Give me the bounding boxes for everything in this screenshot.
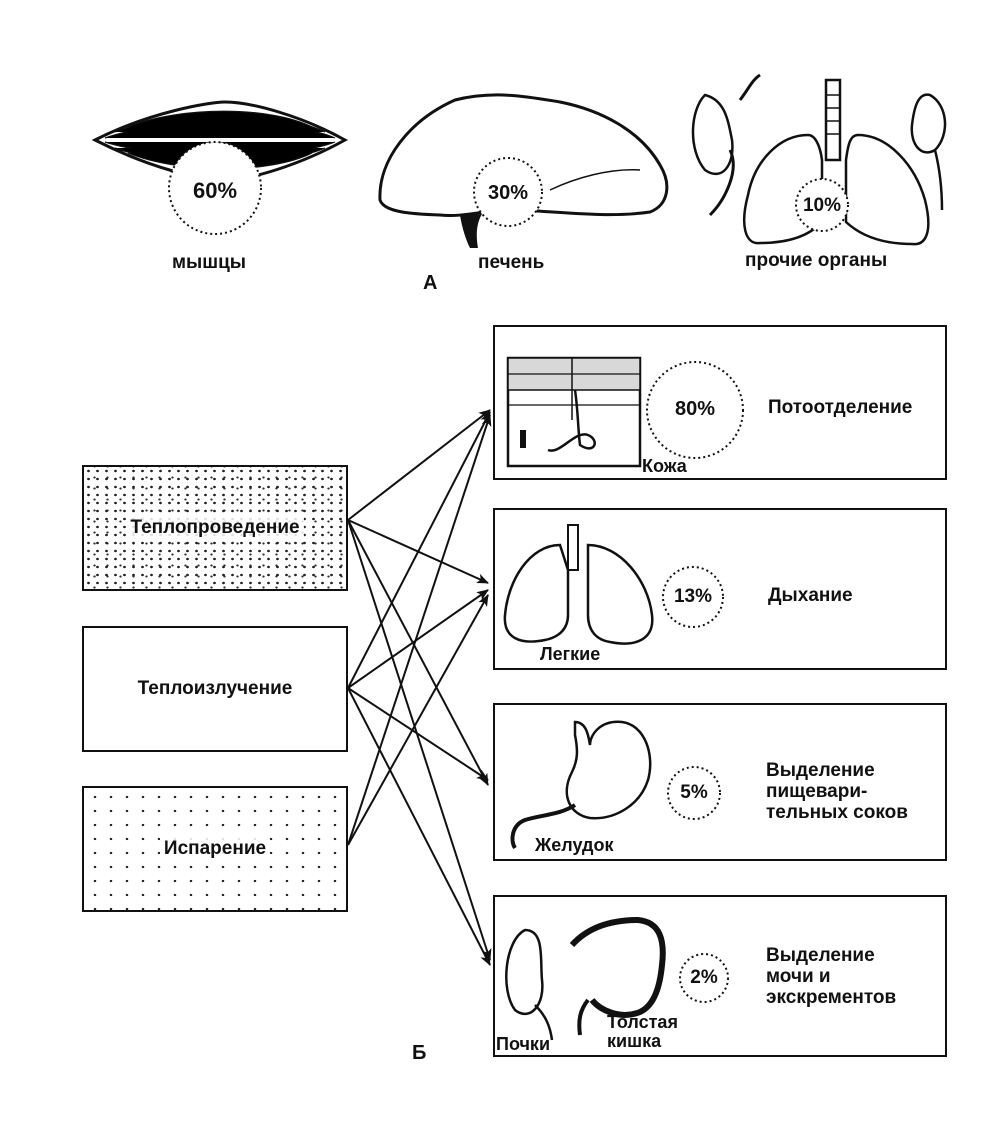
stomach-percent: 5% bbox=[680, 782, 708, 803]
colon-organ-label: Толстая кишка bbox=[607, 1012, 678, 1051]
muscle-percent: 60% bbox=[192, 178, 238, 203]
kidney-organ-label: Почки bbox=[496, 1034, 551, 1054]
lungs-organ-label: Легкие bbox=[540, 644, 601, 664]
lungs-illustration bbox=[503, 524, 724, 645]
liver-label: печень bbox=[478, 252, 545, 273]
skin-organ-label: Кожа bbox=[642, 456, 687, 476]
skin-percent: 80% bbox=[674, 398, 716, 420]
skin-illustration bbox=[506, 356, 744, 468]
source-box-conduction: Теплопроведение bbox=[82, 465, 348, 591]
output-box-stomach bbox=[493, 703, 947, 861]
arrows bbox=[347, 409, 492, 966]
stomach-organ-label: Желудок bbox=[535, 835, 614, 855]
source-label: Теплоизлучение bbox=[133, 677, 297, 700]
output-box-lungs bbox=[493, 508, 947, 670]
source-label: Теплопроведение bbox=[126, 516, 304, 539]
kidney-colon-process-label: Выделение мочи и экскрементов bbox=[766, 945, 897, 1008]
source-label: Испарение bbox=[159, 837, 271, 860]
stomach-process-label: Выделение пищевари- тельных соков bbox=[766, 760, 908, 823]
stomach-illustration bbox=[510, 720, 721, 850]
other-organs-percent: 10% bbox=[802, 195, 842, 216]
output-box-kidney-colon bbox=[493, 895, 947, 1057]
part-a-label: А bbox=[423, 272, 438, 294]
liver-illustration bbox=[378, 93, 669, 248]
muscle-label: мышцы bbox=[172, 252, 247, 273]
other-organs-label: прочие органы bbox=[745, 250, 888, 271]
other-organs-illustration bbox=[691, 73, 947, 246]
lungs-percent: 13% bbox=[673, 586, 713, 607]
muscle-illustration bbox=[91, 100, 349, 235]
source-box-radiation: Теплоизлучение bbox=[82, 626, 348, 752]
kidney-colon-illustration bbox=[505, 916, 729, 1041]
kidney-colon-percent: 2% bbox=[690, 967, 718, 988]
skin-process-label: Потоотделение bbox=[768, 397, 913, 418]
output-box-skin bbox=[493, 325, 947, 480]
part-b-label: Б bbox=[412, 1042, 427, 1064]
liver-percent: 30% bbox=[487, 182, 529, 204]
lungs-process-label: Дыхание bbox=[768, 585, 853, 606]
source-box-evaporation: Испарение bbox=[82, 786, 348, 912]
